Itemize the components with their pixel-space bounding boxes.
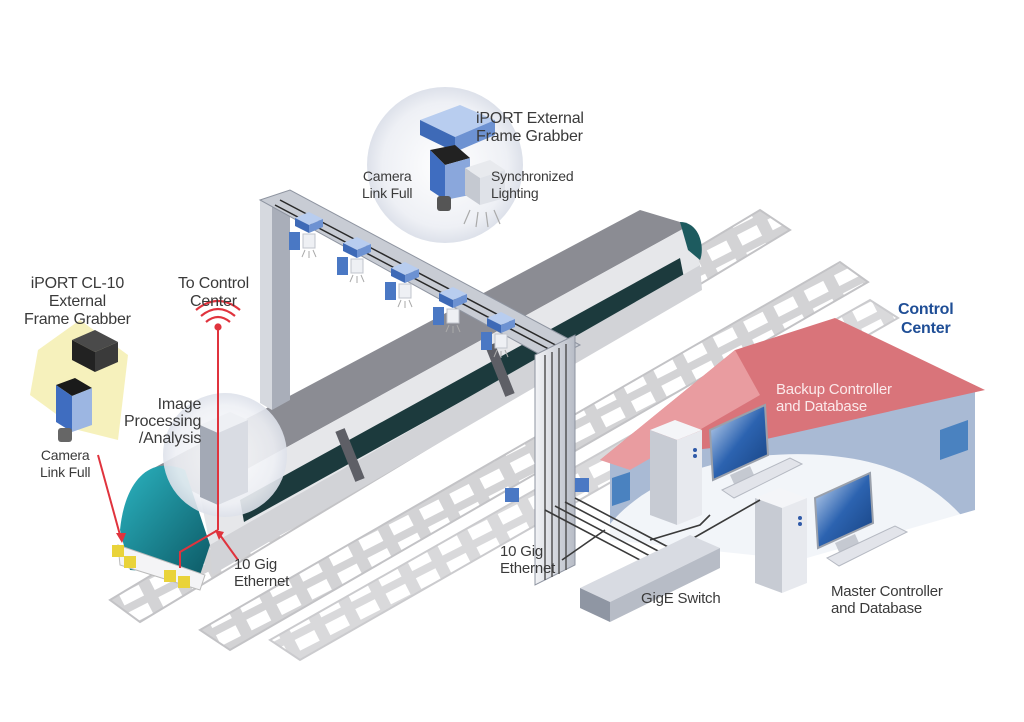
label-line: External [48, 293, 106, 310]
gantry-camera-icon [385, 262, 419, 308]
label-iport-cl10: iPORT CL-10 External Frame Grabber [24, 275, 131, 329]
label-line: Center [901, 320, 951, 337]
label-line: Image [157, 396, 202, 413]
train-car-joint [335, 428, 365, 482]
network-cables [544, 497, 761, 561]
track-front [198, 260, 870, 652]
gantry-left-post [272, 195, 290, 410]
label-line: Lighting [491, 185, 539, 201]
label-line: iPORT External [476, 110, 584, 127]
train-sensors [112, 545, 190, 588]
label-line: Ethernet [234, 573, 290, 590]
label-line: 10 Gig [234, 556, 277, 573]
label-line: Ethernet [500, 560, 556, 577]
top-inset [367, 87, 523, 243]
camera-icon [56, 378, 92, 442]
train-roof [150, 210, 690, 495]
label-line: Backup Controller [776, 381, 892, 398]
label-line: To Control [178, 275, 249, 292]
backup-computer-icon [650, 403, 804, 525]
label-line: Synchronized [491, 168, 574, 184]
gantry-camera-icon [337, 237, 371, 283]
label-control-center: Control Center [898, 300, 954, 338]
master-computer-icon [755, 471, 909, 593]
computers [650, 403, 909, 593]
label-line: Frame Grabber [476, 128, 583, 145]
label-gige-switch: GigE Switch [641, 590, 721, 607]
label-iport-external-frame-grabber: iPORT External Frame Grabber [476, 110, 584, 146]
frame-grabber-icon [420, 105, 495, 152]
label-10-gig-ethernet-right: 10 Gig Ethernet [500, 543, 555, 577]
label-line: Center [190, 293, 237, 310]
label-line: Control [898, 301, 954, 318]
signal-wiring [97, 325, 239, 568]
label-line: Link Full [362, 185, 413, 201]
label-line: /Analysis [138, 430, 202, 447]
train-car-joint [485, 343, 515, 397]
arrow-line [97, 454, 121, 536]
label-line: iPORT CL-10 [30, 275, 125, 292]
label-image-processing: Image Processing /Analysis [124, 396, 201, 447]
label-to-control-center: To Control Center [178, 275, 249, 311]
label-line: 10 Gig [500, 543, 543, 560]
label-line: Link Full [40, 464, 91, 480]
image-processing-unit [200, 412, 248, 505]
label-line: Master Controller [831, 583, 943, 600]
label-line: Camera [40, 447, 90, 463]
building-window [612, 472, 630, 506]
label-camera-link-full-top: Camera Link Full [362, 168, 413, 202]
rail-camera-icon [505, 478, 589, 502]
building-window [940, 420, 968, 460]
label-line: and Database [776, 398, 868, 415]
light-icon [463, 160, 505, 228]
label-line: Frame Grabber [24, 311, 131, 328]
gantry-camera-icon [433, 287, 467, 333]
wireless-signal-icon [195, 299, 241, 331]
frame-grabber-icon [72, 330, 118, 372]
train-lower-body [210, 265, 702, 575]
gantry-camera-icon [481, 312, 515, 358]
gantry-cameras [289, 212, 515, 358]
label-line: GigE Switch [641, 590, 721, 607]
label-line: Processing [124, 413, 202, 430]
train-rear-nose [680, 222, 702, 260]
label-master-controller: Master Controller and Database [831, 583, 943, 617]
network-switch-icon [580, 535, 720, 622]
label-10-gig-ethernet-left: 10 Gig Ethernet [234, 556, 289, 590]
label-line: Camera [362, 168, 412, 184]
label-synchronized-lighting: Synchronized Lighting [491, 168, 574, 202]
label-line: and Database [831, 600, 923, 617]
camera-icon [430, 145, 470, 211]
label-camera-link-full-left: Camera Link Full [40, 447, 91, 481]
left-inset [30, 320, 128, 442]
gantry-camera-icon [289, 212, 323, 258]
label-backup-controller: Backup Controller and Database [776, 381, 892, 415]
